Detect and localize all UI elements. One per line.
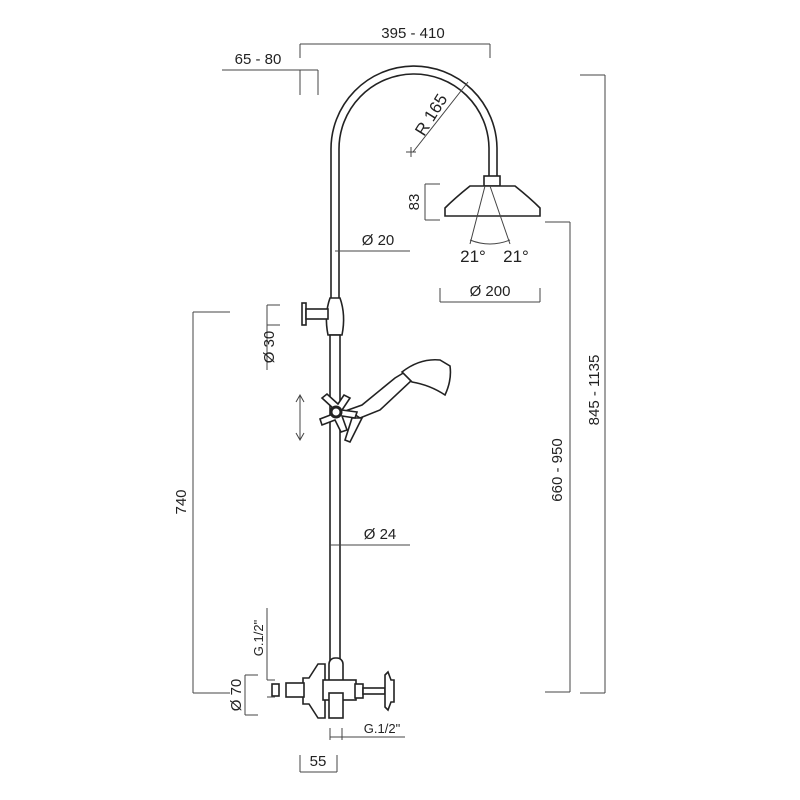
wall-offset-label: 65 - 80 <box>235 51 282 68</box>
head-diameter-label: Ø 200 <box>470 283 511 300</box>
arm-reach-label: 395 - 410 <box>381 25 444 42</box>
inlet-thread-label: G.1/2" <box>251 619 266 656</box>
flange-diameter-label: Ø 70 <box>228 679 245 712</box>
wall-bracket <box>301 302 329 326</box>
diverter-handle <box>318 392 359 433</box>
valve-depth-label: 55 <box>310 753 327 770</box>
lower-pipe <box>329 334 341 671</box>
upper-pipe-diameter-label: Ø 20 <box>362 232 395 249</box>
spray-angle-left-label: 21° <box>460 247 486 266</box>
lower-pipe-diameter-label: Ø 24 <box>364 526 397 543</box>
dimension-lines <box>192 43 606 773</box>
hand-shower <box>344 358 452 444</box>
mixer-valve <box>271 657 395 719</box>
total-height-label: 845 - 1135 <box>586 355 603 426</box>
outlet-thread-label: G.1/2" <box>364 721 401 736</box>
head-clearance-label: 660 - 950 <box>549 438 566 501</box>
bracket-height-label: 740 <box>173 489 190 514</box>
head-height-label: 83 <box>406 194 423 211</box>
arc-radius-label: R 165 <box>411 91 451 140</box>
shower-column <box>271 65 541 719</box>
spray-angle-right-label: 21° <box>503 247 529 266</box>
bracket-diameter-label: Ø 30 <box>261 331 278 364</box>
shower-head <box>444 185 541 217</box>
head-connector <box>483 175 501 187</box>
pipe-joint <box>325 297 345 336</box>
